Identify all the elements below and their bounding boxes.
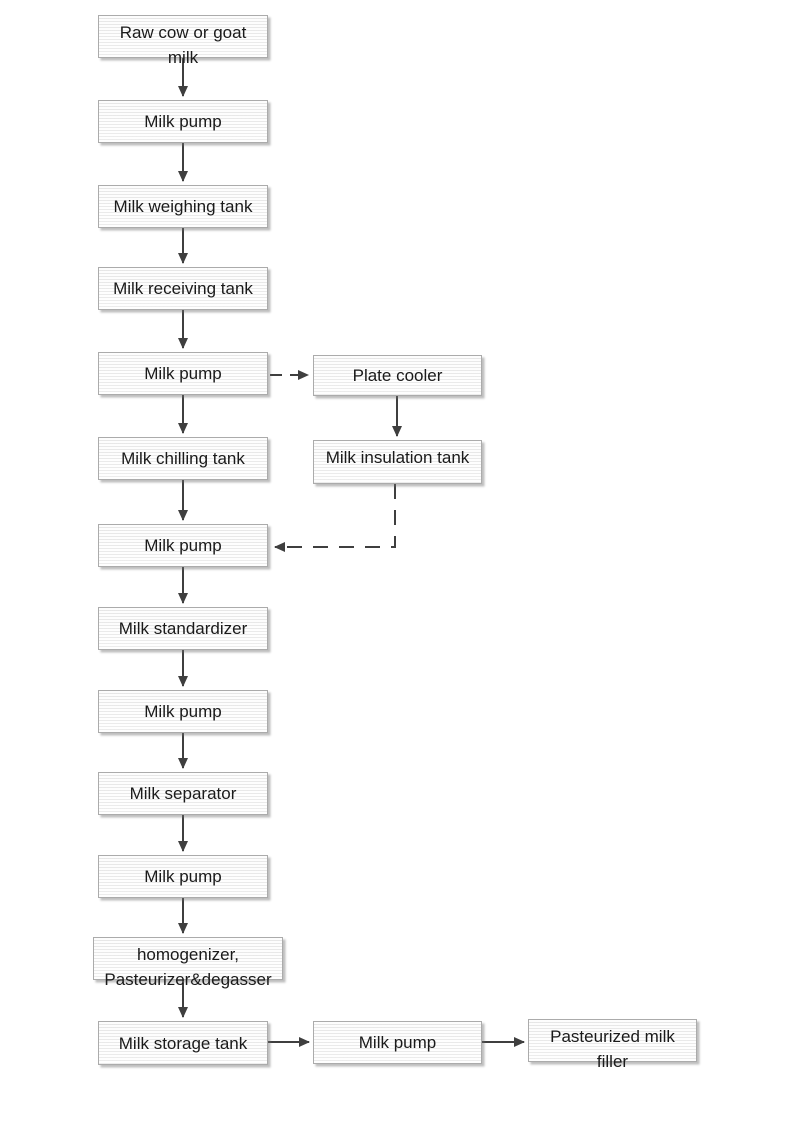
- edge-insulation-to-pump3: [274, 484, 396, 552]
- node-milk-pump-1-label: Milk pump: [144, 112, 222, 131]
- node-milk-standardizer-label: Milk standardizer: [118, 619, 248, 638]
- node-milk-chilling-tank-label: Milk chilling tank: [121, 449, 245, 468]
- node-milk-receiving-tank: Milk receiving tank: [98, 267, 268, 310]
- node-milk-separator-label: Milk separator: [129, 784, 237, 803]
- node-milk-pump-5: Milk pump: [98, 855, 268, 898]
- node-milk-pump-6: Milk pump: [313, 1021, 482, 1064]
- node-milk-pump-5-label: Milk pump: [144, 867, 222, 886]
- node-raw-milk: Raw cow or goat milk: [98, 15, 268, 67]
- node-milk-insulation-tank-label: Milk insulation tank: [325, 448, 470, 467]
- node-homogenizer-label: homogenizer, Pasteurizer&degasser: [104, 945, 272, 989]
- node-milk-pump-6-label: Milk pump: [358, 1033, 437, 1052]
- node-plate-cooler-label: Plate cooler: [352, 366, 443, 385]
- node-milk-weighing-tank-label: Milk weighing tank: [113, 197, 253, 216]
- node-milk-weighing-tank: Milk weighing tank: [98, 185, 268, 228]
- node-milk-pump-4: Milk pump: [98, 690, 268, 733]
- node-milk-standardizer: Milk standardizer: [98, 607, 268, 650]
- node-milk-pump-4-label: Milk pump: [144, 702, 222, 721]
- node-milk-pump-2-label: Milk pump: [144, 364, 222, 383]
- node-milk-chilling-tank: Milk chilling tank: [98, 437, 268, 480]
- node-milk-separator: Milk separator: [98, 772, 268, 815]
- node-milk-pump-3: Milk pump: [98, 524, 268, 567]
- node-pasteurized-milk-filler-label: Pasteurized milk filler: [550, 1027, 675, 1071]
- node-plate-cooler: Plate cooler: [313, 355, 482, 396]
- node-milk-pump-3-label: Milk pump: [144, 536, 222, 555]
- node-milk-pump-2: Milk pump: [98, 352, 268, 395]
- node-milk-storage-tank-label: Milk storage tank: [118, 1033, 248, 1053]
- node-milk-pump-1: Milk pump: [98, 100, 268, 143]
- node-pasteurized-milk-filler: Pasteurized milk filler: [528, 1019, 697, 1071]
- node-milk-storage-tank: Milk storage tank: [98, 1021, 268, 1065]
- node-milk-insulation-tank: Milk insulation tank: [313, 440, 482, 484]
- node-milk-receiving-tank-label: Milk receiving tank: [113, 279, 253, 298]
- node-raw-milk-label: Raw cow or goat milk: [119, 23, 247, 67]
- node-homogenizer-pasteurizer-degasser: homogenizer, Pasteurizer&degasser: [93, 937, 283, 989]
